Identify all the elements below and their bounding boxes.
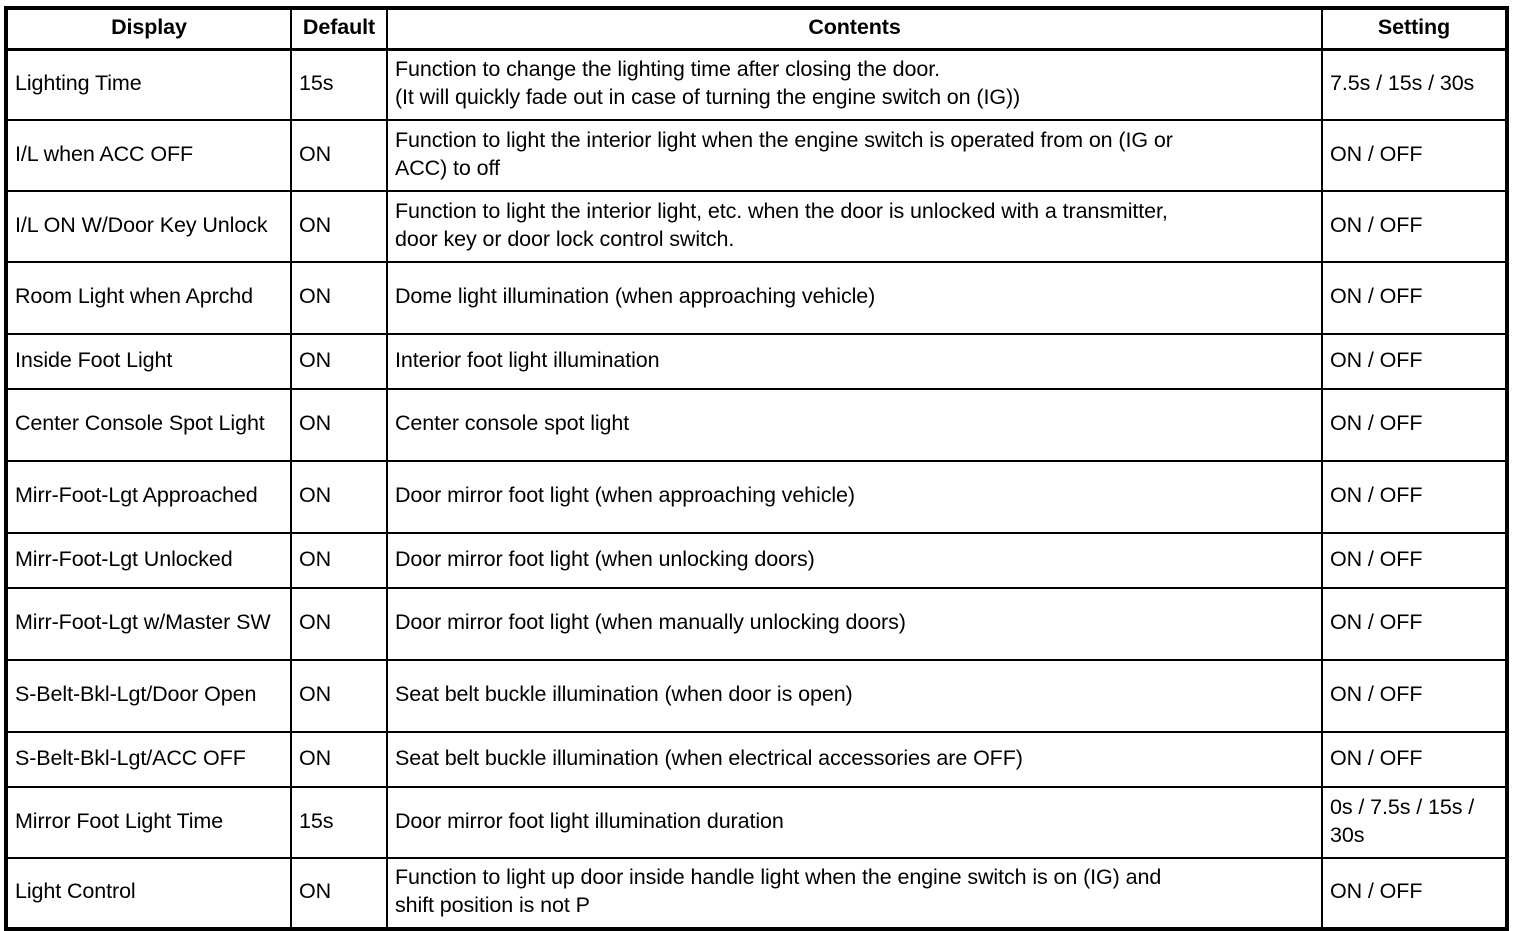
contents-line-1: Function to light the interior light whe… xyxy=(395,127,1173,152)
contents-line-1: Function to change the lighting time aft… xyxy=(395,57,940,82)
cell-contents: Dome light illumination (when approachin… xyxy=(386,260,1323,335)
cell-default-value: ON xyxy=(290,332,388,390)
cell-contents: Door mirror foot light (when approaching… xyxy=(386,459,1323,534)
cell-setting-options: 7.5s / 15s / 30s xyxy=(1321,48,1508,121)
cell-display: Inside Foot Light xyxy=(5,332,292,390)
settings-table-container: Display Default Contents Setting Lightin… xyxy=(4,6,1509,931)
contents-line-1: Door mirror foot light (when unlocking d… xyxy=(395,546,815,571)
cell-setting-options: ON / OFF xyxy=(1321,260,1508,335)
cell-display: Light Control xyxy=(5,856,292,930)
cell-contents: Function to light the interior light whe… xyxy=(386,118,1323,192)
contents-line-1: Door mirror foot light (when manually un… xyxy=(395,610,906,635)
cell-setting-options: ON / OFF xyxy=(1321,118,1508,192)
cell-default-value: ON xyxy=(290,118,388,192)
cell-display: Mirr-Foot-Lgt Unlocked xyxy=(5,531,292,589)
column-header-display: Display xyxy=(5,7,292,51)
cell-contents: Function to light up door inside handle … xyxy=(386,856,1323,930)
cell-default-value: ON xyxy=(290,260,388,335)
cell-setting-options: ON / OFF xyxy=(1321,531,1508,589)
cell-default-value: 15s xyxy=(290,785,388,859)
cell-setting-options: ON / OFF xyxy=(1321,387,1508,462)
cell-contents: Seat belt buckle illumination (when elec… xyxy=(386,730,1323,788)
cell-setting-options: ON / OFF xyxy=(1321,856,1508,930)
table-header: Display Default Contents Setting xyxy=(5,7,1508,51)
contents-line-1: Interior foot light illumination xyxy=(395,347,660,372)
column-header-setting: Setting xyxy=(1321,7,1508,51)
cell-default-value: ON xyxy=(290,531,388,589)
cell-contents: Function to change the lighting time aft… xyxy=(386,48,1323,121)
cell-setting-options: ON / OFF xyxy=(1321,658,1508,733)
contents-line-1: Seat belt buckle illumination (when door… xyxy=(395,682,853,707)
column-header-default: Default xyxy=(290,7,388,51)
column-header-contents: Contents xyxy=(386,7,1323,51)
contents-line-1: Door mirror foot light (when approaching… xyxy=(395,483,855,508)
contents-line-1: Dome light illumination (when approachin… xyxy=(395,284,876,309)
cell-setting-options: ON / OFF xyxy=(1321,586,1508,661)
cell-default-value: ON xyxy=(290,730,388,788)
cell-contents: Door mirror foot light (when unlocking d… xyxy=(386,531,1323,589)
cell-display: S-Belt-Bkl-Lgt/Door Open xyxy=(5,658,292,733)
contents-line-2: (It will quickly fade out in case of tur… xyxy=(395,85,1021,110)
cell-display: I/L ON W/Door Key Unlock xyxy=(5,189,292,263)
cell-display: Mirr-Foot-Lgt Approached xyxy=(5,459,292,534)
cell-default-value: ON xyxy=(290,189,388,263)
contents-line-1: Door mirror foot light illumination dura… xyxy=(395,808,784,833)
contents-line-1: Seat belt buckle illumination (when elec… xyxy=(395,745,1023,770)
contents-line-2: ACC) to off xyxy=(395,155,500,180)
cell-display: I/L when ACC OFF xyxy=(5,118,292,192)
table-header-row: Display Default Contents Setting xyxy=(5,7,1508,51)
cell-setting-options: 0s / 7.5s / 15s / 30s xyxy=(1321,785,1508,859)
cell-default-value: ON xyxy=(290,856,388,930)
cell-contents: Door mirror foot light illumination dura… xyxy=(386,785,1323,859)
cell-default-value: 15s xyxy=(290,48,388,121)
cell-default-value: ON xyxy=(290,586,388,661)
contents-line-1: Function to light the interior light, et… xyxy=(395,198,1168,223)
cell-default-value: ON xyxy=(290,387,388,462)
cell-display: S-Belt-Bkl-Lgt/ACC OFF xyxy=(5,730,292,788)
cell-default-value: ON xyxy=(290,658,388,733)
cell-setting-options: ON / OFF xyxy=(1321,189,1508,263)
customize-settings-table: Display Default Contents Setting Lightin… xyxy=(4,6,1509,931)
cell-setting-options: ON / OFF xyxy=(1321,730,1508,788)
cell-contents: Function to light the interior light, et… xyxy=(386,189,1323,263)
cell-display: Lighting Time xyxy=(5,48,292,121)
cell-contents: Center console spot light xyxy=(386,387,1323,462)
cell-setting-options: ON / OFF xyxy=(1321,332,1508,390)
cell-display: Room Light when Aprchd xyxy=(5,260,292,335)
cell-display: Mirror Foot Light Time xyxy=(5,785,292,859)
contents-line-1: Center console spot light xyxy=(395,411,630,436)
cell-display: Mirr-Foot-Lgt w/Master SW xyxy=(5,586,292,661)
contents-line-1: Function to light up door inside handle … xyxy=(395,865,1162,890)
cell-setting-options: ON / OFF xyxy=(1321,459,1508,534)
cell-default-value: ON xyxy=(290,459,388,534)
cell-contents: Interior foot light illumination xyxy=(386,332,1323,390)
cell-contents: Seat belt buckle illumination (when door… xyxy=(386,658,1323,733)
contents-line-2: door key or door lock control switch. xyxy=(395,226,735,251)
cell-display: Center Console Spot Light xyxy=(5,387,292,462)
cell-contents: Door mirror foot light (when manually un… xyxy=(386,586,1323,661)
